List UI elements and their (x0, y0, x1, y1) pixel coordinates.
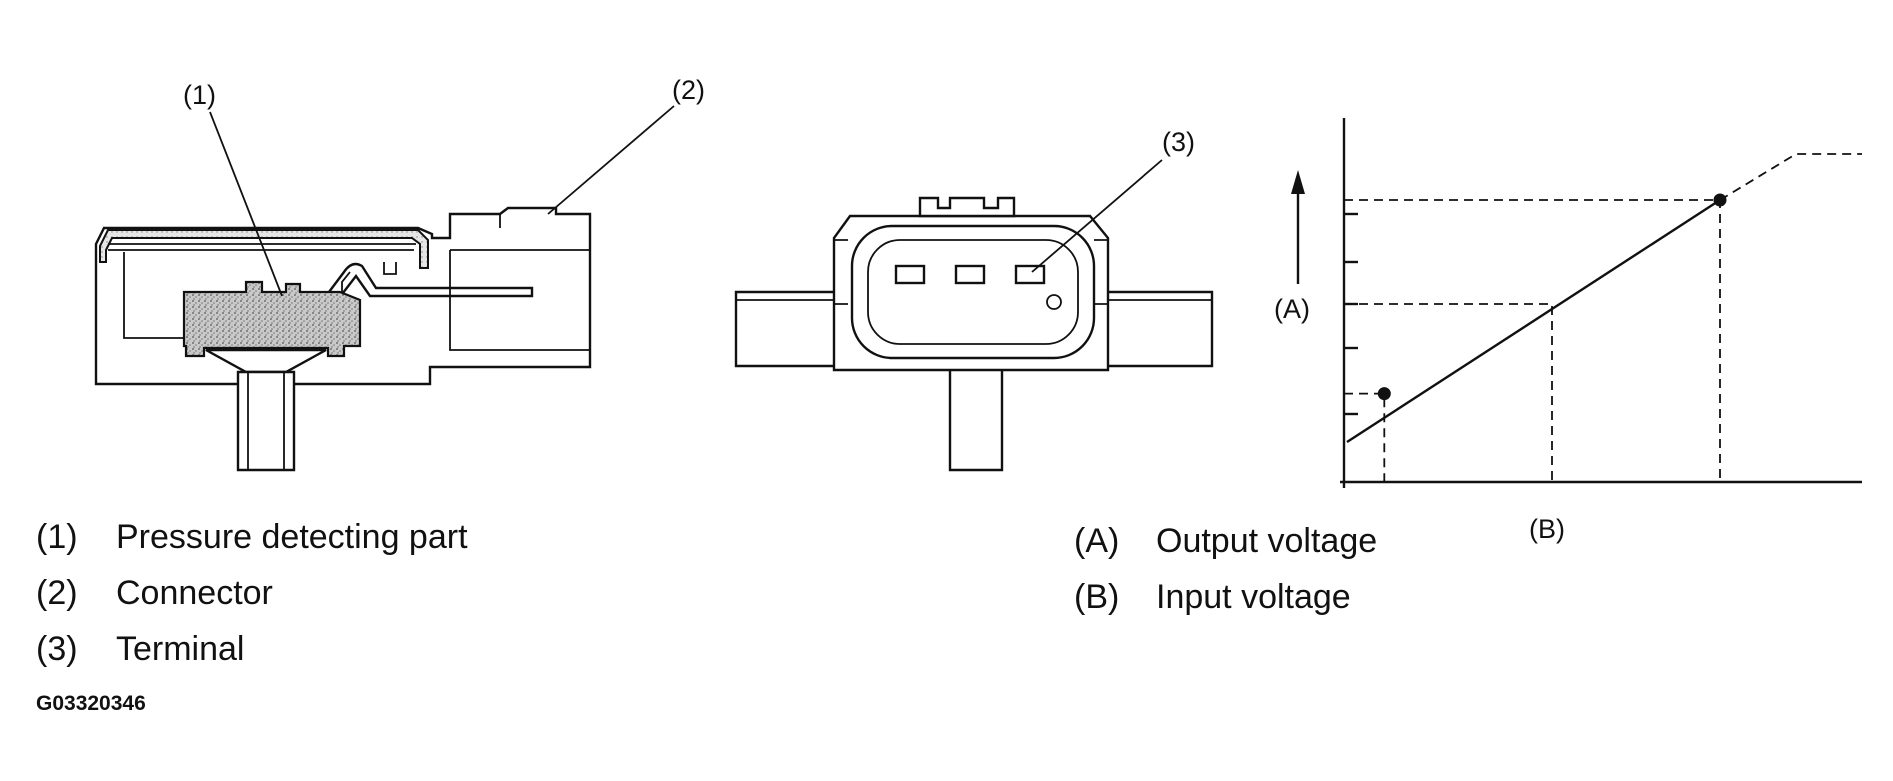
sensor-side-view (94, 206, 592, 472)
legend-left-text-1: Pressure detecting part (116, 518, 468, 556)
connector-body (449, 249, 590, 351)
sensor-front-view (734, 196, 1214, 472)
guide-point-1 (1344, 392, 1386, 482)
legend-left-num-3: (3) (36, 630, 78, 668)
chart-series (1346, 153, 1862, 444)
y-direction-arrowhead (1291, 170, 1305, 194)
legend-left-text-2: Connector (116, 574, 273, 612)
legend-left: (1) Pressure detecting part (2) Connecto… (36, 518, 468, 668)
front-port-tube (948, 364, 1004, 472)
series-line (1346, 198, 1721, 444)
series-saturation-dashed (1719, 153, 1862, 201)
legend-right-text-2: Input voltage (1156, 578, 1351, 616)
legend-right-num-1: (A) (1074, 522, 1119, 560)
terminal-pin (325, 262, 534, 303)
callout-3-leader (1031, 159, 1163, 273)
series-point-1 (1377, 387, 1391, 401)
pressure-port-tube (236, 370, 296, 472)
connector-socket-inner (867, 239, 1079, 345)
voltage-characteristic-chart: (A) (B) (1274, 118, 1862, 544)
chart-guide-lines (1344, 199, 1721, 482)
legend-left-num-2: (2) (36, 574, 78, 612)
y-axis-label: (A) (1274, 294, 1310, 324)
figure-id: G03320346 (36, 692, 146, 715)
connector-shroud (832, 214, 1110, 372)
callout-1-leader (209, 111, 283, 297)
legend-left-num-1: (1) (36, 518, 78, 556)
callout-1-label: (1) (183, 80, 216, 110)
series-point-2 (1713, 193, 1727, 207)
sensor-top-cover (99, 229, 429, 269)
y-axis-ticks (1344, 212, 1358, 416)
legend-left-text-3: Terminal (116, 630, 244, 668)
guide-point-2 (1344, 199, 1721, 482)
legend-right-num-2: (B) (1074, 578, 1119, 616)
callout-3-label: (3) (1162, 127, 1195, 157)
pressure-detecting-part (182, 280, 362, 358)
terminal-slot-2 (954, 264, 986, 285)
terminal-slot-1 (894, 264, 926, 285)
legend-right-text-1: Output voltage (1156, 522, 1377, 560)
terminal-slot-3 (1014, 264, 1046, 285)
connector-socket-outer (850, 224, 1096, 360)
callout-2-leader (547, 105, 675, 215)
legend-right: (A) Output voltage (B) Input voltage (1074, 522, 1377, 616)
connector-latch-tabs (918, 196, 1016, 218)
connector-key-circle (1046, 294, 1062, 310)
x-axis-label: (B) (1529, 514, 1565, 544)
callout-2-label: (2) (672, 75, 705, 105)
